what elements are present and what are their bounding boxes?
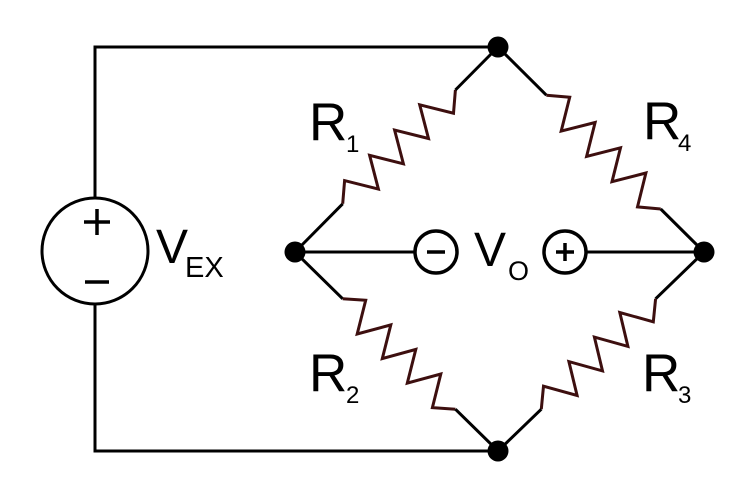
top-node-dot [487, 36, 509, 58]
labels: V EX V O R 1 R 4 R 2 R 3 [156, 92, 691, 409]
plus-icon [556, 243, 574, 261]
resistor-lead [293, 202, 344, 254]
bottom-node-dot [487, 440, 509, 462]
resistor-lead [654, 250, 706, 300]
r3-label: R [642, 344, 680, 403]
r3-label-subscript: 3 [678, 382, 691, 409]
resistor-zigzag [341, 89, 457, 204]
vo-label-subscript: O [508, 256, 529, 286]
resistor-lead [293, 250, 344, 300]
r4-label: R [643, 92, 681, 151]
voltage-source-circle [40, 196, 150, 306]
excitation-voltage-source [40, 196, 150, 306]
wire-source-negative-to-bottom-node [93, 304, 498, 453]
vo-label: V [474, 224, 506, 277]
r2-label-subscript: 2 [346, 382, 359, 409]
vex-label-subscript: EX [185, 252, 224, 284]
wire-source-positive-to-top-node [93, 45, 498, 198]
r1-label-subscript: 1 [346, 131, 359, 158]
resistor-zigzag [546, 93, 661, 211]
resistor-zigzag [539, 298, 658, 410]
r4-label-subscript: 4 [678, 130, 691, 157]
right-node-dot [693, 241, 715, 263]
excitation-loop-wires [93, 45, 498, 453]
output-branch [295, 229, 704, 275]
r2-label: R [309, 344, 347, 403]
junction-nodes [284, 36, 715, 462]
plus-icon [84, 209, 110, 235]
vex-label: V [156, 221, 188, 274]
resistor-zigzag [342, 297, 456, 411]
resistor-lead [496, 45, 548, 97]
r1-label: R [309, 93, 347, 152]
left-node-dot [284, 241, 306, 263]
